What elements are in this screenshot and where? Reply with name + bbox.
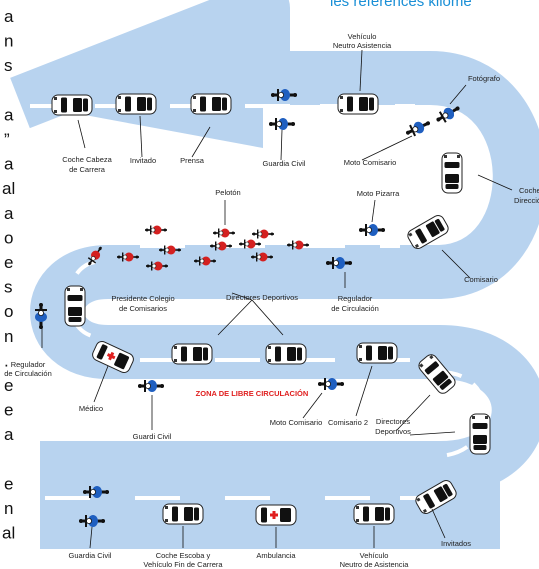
peloton-bike xyxy=(144,225,168,235)
side-letter: o xyxy=(4,302,13,321)
side-letter: e xyxy=(4,376,13,395)
label-vehiculo-neutro-top-2: Neutro Asistencia xyxy=(333,41,392,50)
label-moto-pizarra: Moto Pizarra xyxy=(357,189,400,198)
prensa-car xyxy=(190,93,232,115)
pointer-lines xyxy=(41,49,513,549)
label-ambulancia: Ambulancia xyxy=(256,551,296,560)
label-fotografo: Fotógrafo xyxy=(468,74,500,83)
side-letter: e xyxy=(4,253,13,272)
side-letter: s xyxy=(4,56,13,75)
label-coche-cabeza-1: Coche Cabeza xyxy=(62,155,112,164)
side-letter: . xyxy=(4,351,9,370)
side-letter: a xyxy=(4,425,14,444)
presidente-car xyxy=(64,285,86,327)
director-car-1 xyxy=(171,343,213,365)
label-directores-bottom-1: Directores xyxy=(376,417,410,426)
label-regulador-left-2: de Circulación xyxy=(4,369,52,378)
side-letter: a xyxy=(4,155,14,174)
side-letter: o xyxy=(4,228,13,247)
label-prensa: Prensa xyxy=(180,156,205,165)
label-vehiculo-neutro-bottom-1: Vehículo xyxy=(360,551,389,560)
coche-cabeza-car xyxy=(51,94,93,116)
invitado-car xyxy=(115,93,157,115)
label-directores-bottom-2: Deportivos xyxy=(375,427,411,436)
director-car-4 xyxy=(469,413,491,455)
label-presidente-2: de Comisarios xyxy=(119,304,167,313)
label-coche-cabeza-2: de Carrera xyxy=(69,165,106,174)
side-letter: n xyxy=(4,32,13,51)
moto-comisario-bottom xyxy=(317,377,345,391)
side-letter: a xyxy=(4,204,14,223)
label-invitado: Invitado xyxy=(130,156,156,165)
side-letter: a xyxy=(4,105,14,124)
side-letter: n xyxy=(4,327,13,346)
side-letter: al xyxy=(2,524,15,543)
header-fragment: les références kilomé xyxy=(330,0,472,10)
label-regulador-left-1: Regulador xyxy=(11,360,46,369)
side-letter: e xyxy=(4,474,13,493)
side-letter: s xyxy=(4,278,13,297)
coche-escoba-car xyxy=(162,503,204,525)
label-invitados: Invitados xyxy=(441,539,471,548)
road xyxy=(10,0,539,549)
label-regulador-right-2: de Circulación xyxy=(331,304,379,313)
label-moto-comisario-bottom: Moto Comisario xyxy=(270,418,323,427)
vehiculo-neutro-bottom-car xyxy=(353,503,395,525)
label-comisario: Comisario xyxy=(464,275,498,284)
label-zona-libre: ZONA DE LIBRE CIRCULACIÓN xyxy=(196,389,309,398)
side-letter: a xyxy=(4,7,14,26)
peloton-bike xyxy=(251,229,275,239)
moto-pizarra xyxy=(358,223,386,237)
ambulancia-car xyxy=(255,504,297,526)
label-peloton: Pelotón xyxy=(215,188,240,197)
side-letter: e xyxy=(4,401,13,420)
label-coche-direccion-1: Coche xyxy=(519,186,539,195)
guardia-civil-moto-mid xyxy=(137,379,165,393)
director-car-2 xyxy=(265,343,307,365)
label-comisario-2: Comisario 2 xyxy=(328,418,368,427)
label-vehiculo-neutro-bottom-2: Neutro de Asistencia xyxy=(340,560,410,569)
label-vehiculo-neutro-top-1: Vehículo xyxy=(348,32,377,41)
vehiculo-neutro-car xyxy=(337,93,379,115)
label-moto-comisario-top: Moto Comisario xyxy=(344,158,397,167)
label-guardia-civil-top: Guardia Civil xyxy=(263,159,306,168)
comisario-2-car xyxy=(356,342,398,364)
label-regulador-right-1: Regulador xyxy=(338,294,373,303)
side-letter: n xyxy=(4,499,13,518)
peloton-bike xyxy=(212,228,236,238)
label-coche-escoba-2: Vehículo Fin de Carrera xyxy=(143,560,223,569)
labels: Coche Cabeza de Carrera Invitado Prensa … xyxy=(4,32,539,569)
label-guardia-civil-bottom: Guardia Civil xyxy=(69,551,112,560)
label-medico: Médico xyxy=(79,404,103,413)
side-letter: al xyxy=(2,179,15,198)
label-directores-top: Directores Deportivos xyxy=(226,293,298,302)
side-letter: ” xyxy=(4,130,10,149)
label-guardia-civil-mid: Guardi Civil xyxy=(133,432,172,441)
guardia-civil-moto-2 xyxy=(268,117,296,131)
label-presidente-1: Presidente Colegio xyxy=(111,294,174,303)
label-coche-direccion-2: Dirección xyxy=(514,196,539,205)
coche-direccion-car xyxy=(441,152,463,194)
label-coche-escoba-1: Coche Escoba y xyxy=(156,551,211,560)
moto-comisario-top xyxy=(403,116,433,140)
